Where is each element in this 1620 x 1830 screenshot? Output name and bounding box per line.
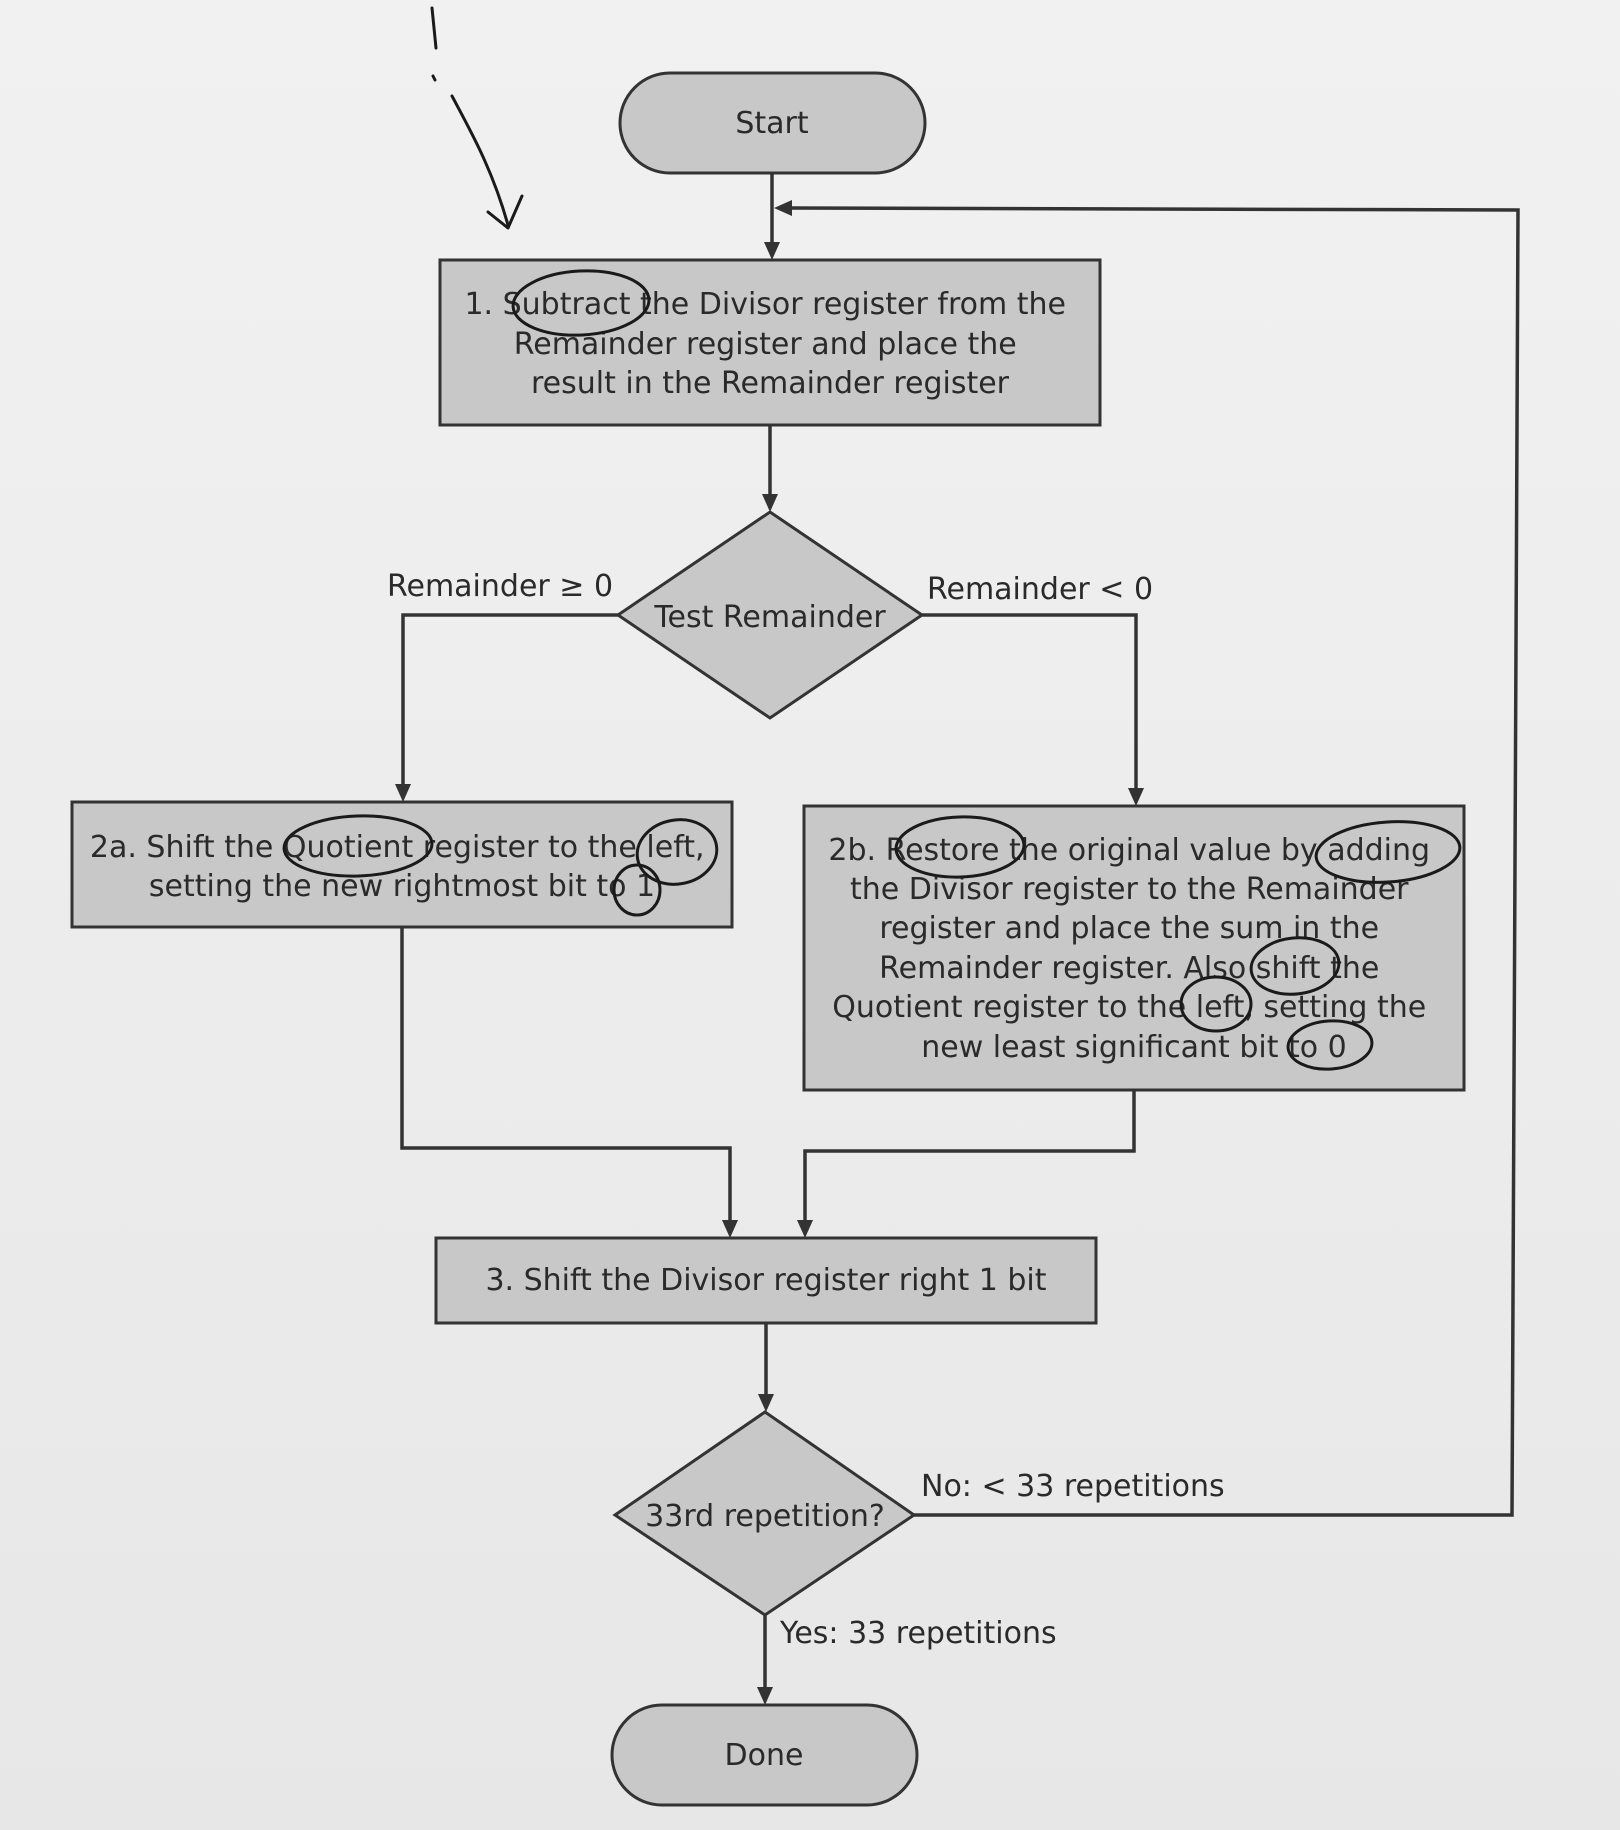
- connector-test-to-step2a: [401, 613, 618, 786]
- step1-text: 1. Subtract the Divisor register from th…: [464, 287, 1075, 401]
- edge-label-no-branch: No: < 33 repetitions: [921, 1469, 1225, 1504]
- pen-circle-left: [635, 818, 719, 886]
- pen-annotations: [282, 6, 1462, 1071]
- connector-step2a-to-step3: [400, 927, 732, 1222]
- repetition-label: 33rd repetition?: [645, 1499, 885, 1534]
- step1-line: Remainder register and place the: [514, 327, 1017, 362]
- pen-circle-restore: [894, 815, 1026, 879]
- start-label: Start: [735, 106, 809, 141]
- arrowhead: [1128, 788, 1144, 806]
- pen-circle-left-2b: [1179, 975, 1253, 1033]
- step2b-line: register and place the sum in the: [879, 911, 1379, 946]
- arrowhead: [762, 494, 778, 512]
- start-node: Start: [618, 71, 927, 175]
- done-label: Done: [725, 1738, 804, 1773]
- connector-loop-back: [789, 206, 1520, 1517]
- step2a-line: setting the new rightmost bit to 1: [149, 869, 655, 904]
- step2b-line: new least significant bit to 0: [921, 1030, 1347, 1065]
- arrowhead: [395, 784, 411, 802]
- step1-line: result in the Remainder register: [531, 366, 1010, 401]
- edge-label-remainder-ge-zero: Remainder ≥ 0: [387, 569, 613, 604]
- pen-arrow-shaft: [450, 94, 510, 227]
- step2b-line: 2b. Restore the original value by adding: [828, 833, 1430, 868]
- pen-circle-quotient: [282, 814, 434, 878]
- arrowhead: [764, 242, 780, 260]
- step1-line: 1. Subtract the Divisor register from th…: [464, 287, 1066, 322]
- pen-circle-adding: [1314, 820, 1462, 884]
- test-remainder-label: Test Remainder: [653, 600, 886, 635]
- step2b-text: 2b. Restore the original value by adding…: [828, 833, 1439, 1065]
- pen-arrow-mark: [430, 6, 438, 50]
- arrowhead: [757, 1687, 773, 1705]
- step1-box: 1. Subtract the Divisor register from th…: [438, 258, 1102, 427]
- step2b-box: 2b. Restore the original value by adding…: [802, 804, 1466, 1092]
- connector-test-to-step2b: [922, 613, 1138, 790]
- pen-circle-one: [612, 863, 662, 917]
- step2a-text: 2a. Shift the Quotient register to the l…: [90, 830, 714, 904]
- repetition-diamond: 33rd repetition?: [612, 1410, 917, 1617]
- pen-circle-shift: [1249, 936, 1341, 996]
- arrowhead: [797, 1220, 813, 1238]
- edge-label-remainder-lt-zero: Remainder < 0: [927, 572, 1153, 607]
- step2b-line: Quotient register to the left, setting t…: [832, 990, 1426, 1025]
- step2b-line: Remainder register. Also shift the: [879, 951, 1379, 986]
- step3-box: 3. Shift the Divisor register right 1 bi…: [434, 1236, 1098, 1325]
- pen-circle-subtract: [511, 269, 651, 337]
- step2b-line: the Divisor register to the Remainder: [850, 872, 1409, 907]
- step2a-box: 2a. Shift the Quotient register to the l…: [70, 800, 734, 929]
- edge-label-yes-branch: Yes: 33 repetitions: [779, 1616, 1057, 1651]
- pen-dot-mark: [431, 74, 437, 82]
- arrowhead: [758, 1394, 774, 1412]
- step3-label: 3. Shift the Divisor register right 1 bi…: [485, 1263, 1046, 1298]
- step2a-line: 2a. Shift the Quotient register to the l…: [90, 830, 705, 865]
- done-node: Done: [610, 1703, 919, 1807]
- test-remainder-diamond: Test Remainder: [615, 510, 925, 720]
- connectors: [395, 173, 1520, 1705]
- arrowhead: [722, 1220, 738, 1238]
- connector-step2b-to-step3: [803, 1090, 1136, 1222]
- pen-circle-zero: [1286, 1019, 1374, 1071]
- arrowhead: [774, 200, 792, 216]
- pen-arrow-head: [486, 194, 524, 230]
